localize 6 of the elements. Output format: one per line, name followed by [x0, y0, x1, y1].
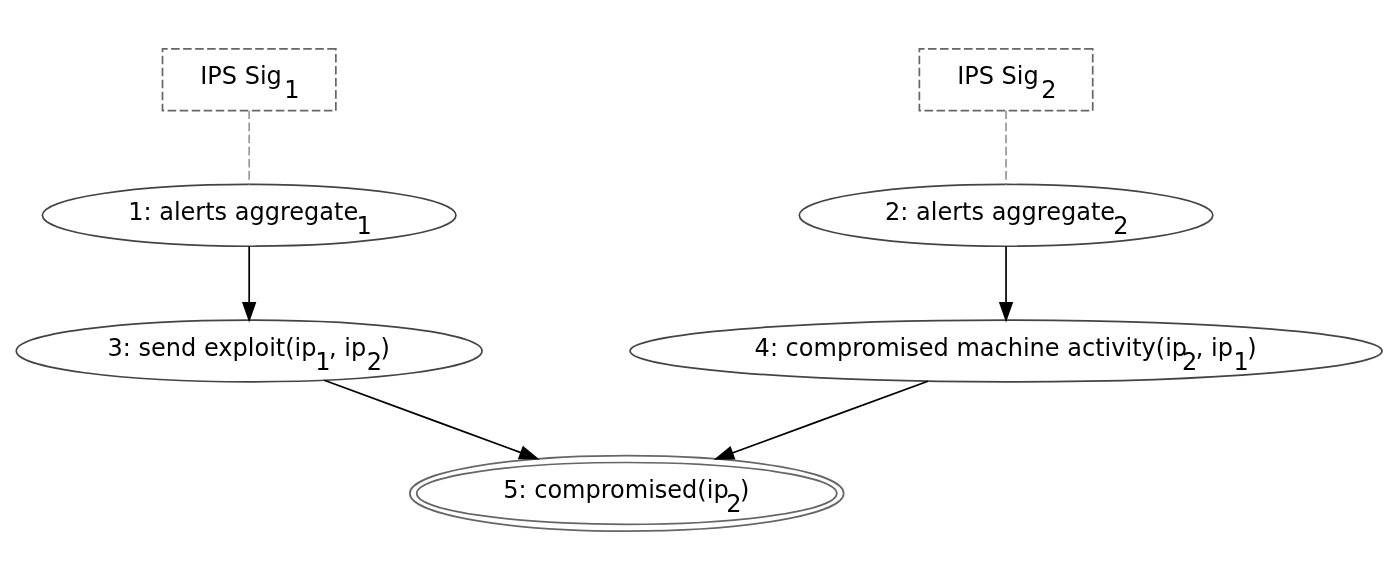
- connector: [1005, 109, 1007, 186]
- connector: [248, 109, 251, 186]
- arrow: [713, 380, 929, 460]
- arrow: [998, 245, 1014, 323]
- arrow: [323, 379, 540, 460]
- arrow: [241, 245, 257, 323]
